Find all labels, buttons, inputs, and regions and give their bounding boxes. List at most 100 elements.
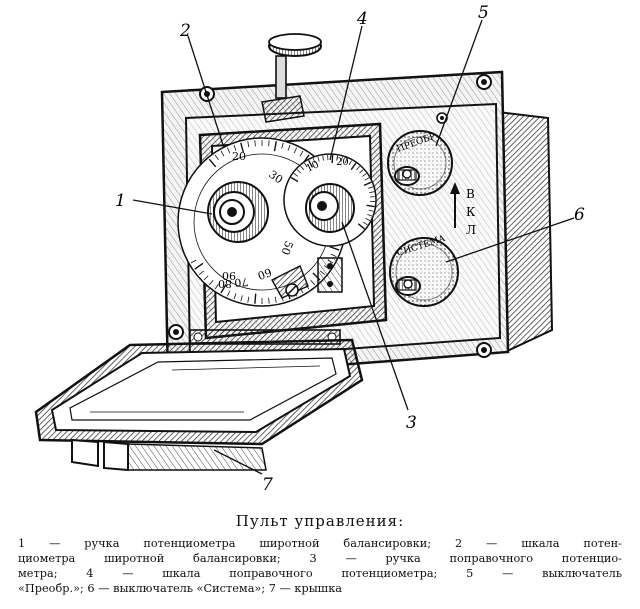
corner-screw — [476, 342, 492, 358]
dial-tick — [220, 150, 225, 157]
dial-tick — [369, 191, 375, 193]
dial-tick — [226, 290, 231, 297]
dial-tick — [208, 279, 214, 286]
dial-right-label-10: 10 — [305, 159, 321, 174]
vkl-letter-l: Л — [466, 223, 476, 237]
caption-line: «Преобр.»; 6 — выключатель «Система»; 7 … — [18, 582, 342, 595]
dial-tick — [273, 141, 277, 152]
dial-tick — [308, 160, 314, 168]
dial-tick — [366, 204, 375, 208]
dial-tick — [268, 140, 270, 147]
on-direction-marker: В К Л — [450, 182, 476, 237]
figure-caption: Пульт управления: 1 — ручка потенциометр… — [0, 512, 640, 596]
switch-preobr: ПРЕОБР — [387, 130, 453, 196]
vkl-letter-k: К — [466, 205, 476, 219]
dial-tick — [214, 284, 219, 290]
knob-wide-balance — [207, 181, 269, 243]
dial-tick — [363, 221, 368, 226]
control-panel-illustration: 20 30 40 50 60 70 80 90 20 10 — [34, 3, 585, 495]
caption-line: 1 — ручка потенциометра широтной баланси… — [18, 537, 622, 550]
dial-tick — [220, 284, 227, 294]
dial-tick — [329, 245, 340, 251]
dial-tick — [367, 213, 373, 217]
dial-tick — [274, 296, 277, 303]
corner-screw — [436, 112, 448, 124]
dial-tick — [350, 162, 357, 171]
callout-1: 1 — [115, 191, 126, 211]
dial-left-label-50: 50 — [278, 239, 295, 257]
leader-7 — [213, 449, 263, 475]
switch-sistema: СИСТЕМА — [389, 234, 459, 307]
dial-tick — [317, 156, 320, 162]
dial-tick — [356, 165, 361, 171]
lower-bracket — [271, 257, 343, 299]
corner-screw — [168, 324, 184, 340]
dial-left-label-80: 80 — [218, 277, 232, 290]
dial-tick — [194, 262, 204, 270]
vkl-letter-v: В — [466, 187, 475, 201]
dial-tick — [268, 297, 270, 304]
dial-tick — [348, 160, 352, 166]
dial-tick — [299, 150, 304, 157]
dial-left-label-90: 90 — [222, 269, 236, 282]
dial-tick — [287, 144, 291, 151]
dial-tick — [336, 155, 338, 161]
dial-left-label-70: 70 — [234, 275, 249, 289]
dial-tick — [340, 156, 343, 162]
dial-right-tick-marks — [290, 155, 375, 230]
caption-body: 1 — ручка потенциометра широтной баланси… — [18, 536, 622, 596]
callout-5: 5 — [478, 3, 489, 23]
dial-tick — [254, 293, 257, 304]
dial-tick — [362, 173, 367, 177]
dial-tick — [304, 162, 308, 168]
leader-1 — [132, 199, 213, 215]
dial-tick — [363, 181, 372, 186]
callout-3: 3 — [406, 413, 417, 433]
dial-tick — [365, 218, 371, 222]
dial-tick — [240, 142, 245, 153]
dial-tick — [214, 154, 219, 160]
dial-left-label-60: 60 — [256, 265, 274, 282]
leader-lines — [132, 19, 575, 475]
dial-tick — [359, 169, 364, 174]
dial-tick — [233, 293, 237, 300]
knob-correction — [305, 183, 355, 233]
callout-2: 2 — [179, 21, 191, 41]
callout-4: 4 — [356, 9, 368, 29]
dial-tick — [344, 158, 348, 164]
leader-5 — [435, 19, 483, 147]
dial-tick — [190, 259, 197, 264]
dial-tick — [322, 155, 324, 161]
dial-tick — [240, 295, 243, 302]
dial-tick — [254, 140, 256, 147]
top-clamp-knob — [261, 33, 322, 123]
dial-tick — [203, 275, 209, 281]
caption-title: Пульт управления: — [235, 512, 405, 530]
dial-tick — [208, 158, 217, 168]
dial-tick — [281, 142, 284, 149]
open-cover — [34, 338, 364, 472]
corner-screw — [476, 74, 492, 90]
dial-tick — [364, 177, 370, 181]
dial-tick — [300, 165, 305, 171]
leader-3 — [341, 221, 409, 411]
dial-tick — [226, 147, 231, 154]
dial-tick — [293, 147, 298, 154]
leader-4 — [329, 25, 363, 161]
caption-line: циометра широтной балансировки; 3 — ручк… — [18, 552, 622, 565]
dial-tick — [330, 253, 337, 258]
caption-line: метра; 4 — шкала поправочного потенциоме… — [18, 567, 622, 580]
callout-numbers: 1 2 3 4 5 6 7 — [115, 3, 585, 495]
dial-tick — [247, 296, 250, 303]
dial-tick — [247, 141, 250, 148]
leader-2 — [187, 35, 225, 149]
dial-tick — [312, 158, 316, 164]
dial-left-label-20: 20 — [232, 150, 246, 163]
dial-tick — [293, 173, 299, 177]
callout-7: 7 — [262, 475, 273, 495]
dial-tick — [233, 144, 237, 151]
dial-tick — [368, 209, 374, 212]
dial-tick — [357, 223, 365, 230]
dial-right-label-20: 20 — [336, 157, 349, 168]
dial-tick — [310, 279, 316, 286]
